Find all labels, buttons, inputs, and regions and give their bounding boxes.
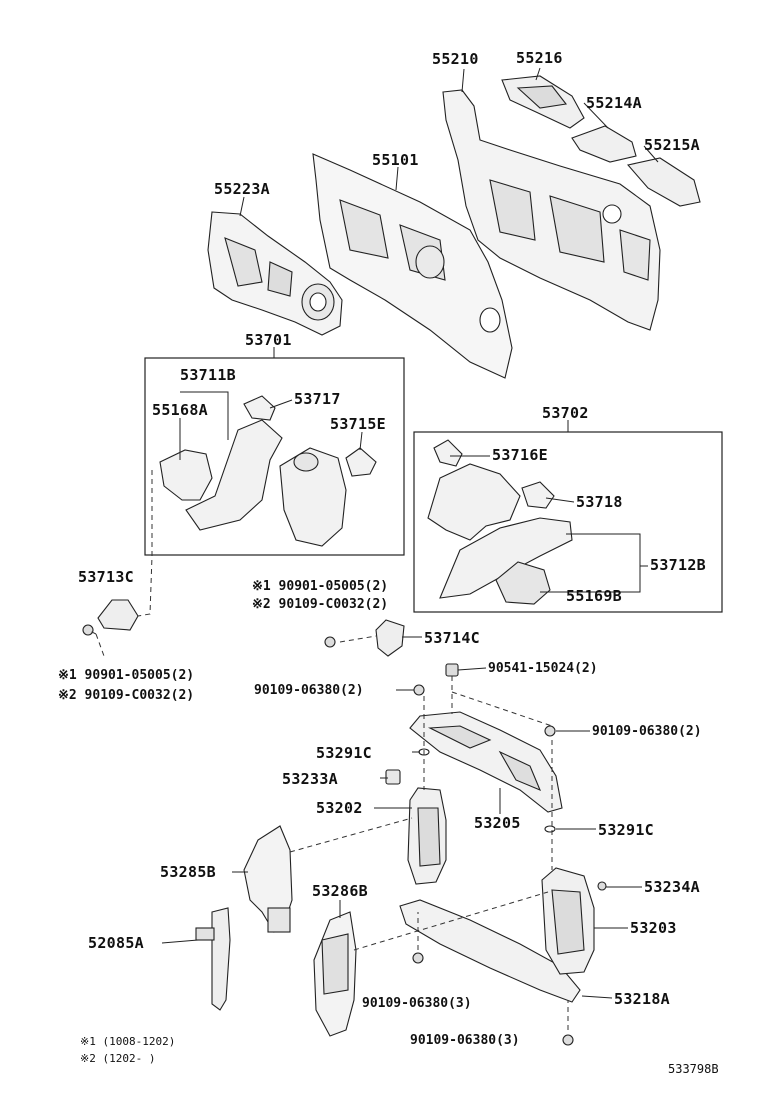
part-53285B-shape <box>243 825 293 933</box>
leader-53717 <box>269 399 293 409</box>
part-55215A-shape <box>626 157 701 207</box>
footnote-2: ※2 (1202- ) <box>80 1052 156 1065</box>
label-90109-06380-right[interactable]: 90109-06380(2) <box>592 724 702 739</box>
label-55216[interactable]: 55216 <box>516 49 563 67</box>
label-90109-06380-left[interactable]: 90109-06380(2) <box>254 683 364 698</box>
part-53713C-shape <box>97 599 139 631</box>
part-53702-assembly <box>427 439 573 605</box>
part-53202-shape <box>407 787 447 885</box>
label-90109-06380-bottom-mid[interactable]: 90109-06380(3) <box>362 996 472 1011</box>
leader-90541 <box>457 667 487 671</box>
label-left-bolt-1[interactable]: ※1 90901-05005(2) <box>58 668 195 683</box>
label-55214A[interactable]: 55214A <box>586 94 642 112</box>
label-55168A[interactable]: 55168A <box>152 401 208 419</box>
leader-53712B <box>540 533 648 593</box>
label-53712B[interactable]: 53712B <box>650 556 706 574</box>
label-55169B[interactable]: 55169B <box>566 587 622 605</box>
label-53218A[interactable]: 53218A <box>614 990 670 1008</box>
part-55216-shape <box>501 75 585 129</box>
label-53285B[interactable]: 53285B <box>160 863 216 881</box>
part-53286B-shape <box>313 911 357 1037</box>
part-55101-shape <box>312 153 513 379</box>
label-mid-bolt-1[interactable]: ※1 90901-05005(2) <box>252 579 389 594</box>
label-52085A[interactable]: 52085A <box>88 934 144 952</box>
leader-55214A <box>583 102 609 129</box>
label-53203[interactable]: 53203 <box>630 919 677 937</box>
leader-53711B <box>180 391 229 440</box>
leader-55216 <box>535 67 541 81</box>
label-90109-06380-bottom[interactable]: 90109-06380(3) <box>410 1033 520 1048</box>
label-55101[interactable]: 55101 <box>372 151 419 169</box>
part-53701-assembly <box>159 395 377 547</box>
part-52085A-shape <box>195 907 231 1011</box>
label-mid-bolt-2[interactable]: ※2 90109-C0032(2) <box>252 597 389 612</box>
leader-53718 <box>545 497 575 503</box>
part-53714C-shape <box>375 619 405 657</box>
part-55223A-shape <box>207 211 343 336</box>
label-53717[interactable]: 53717 <box>294 390 341 408</box>
label-53715E[interactable]: 53715E <box>330 415 386 433</box>
footnote-1: ※1 (1008-1202) <box>80 1035 176 1048</box>
label-53291C-lower[interactable]: 53291C <box>598 821 654 839</box>
label-53711B[interactable]: 53711B <box>180 366 236 384</box>
label-53233A[interactable]: 53233A <box>282 770 338 788</box>
label-53714C[interactable]: 53714C <box>424 629 480 647</box>
leader-55210 <box>461 68 465 93</box>
label-55223A[interactable]: 55223A <box>214 180 270 198</box>
leader-52085A <box>161 939 199 944</box>
part-55210-shape <box>442 89 661 331</box>
label-53701[interactable]: 53701 <box>245 331 292 349</box>
label-53702[interactable]: 53702 <box>542 404 589 422</box>
leader-53715E <box>359 431 363 451</box>
label-53202[interactable]: 53202 <box>316 799 363 817</box>
label-53234A[interactable]: 53234A <box>644 878 700 896</box>
label-90541-15024[interactable]: 90541-15024(2) <box>488 661 598 676</box>
leader-55215A <box>643 145 659 163</box>
part-53218A-shape <box>399 899 581 1003</box>
label-55215A[interactable]: 55215A <box>644 136 700 154</box>
diagram-code: 533798B <box>668 1062 719 1076</box>
part-53205-shape <box>409 711 563 813</box>
label-53291C-upper[interactable]: 53291C <box>316 744 372 762</box>
label-53716E[interactable]: 53716E <box>492 446 548 464</box>
leader-53218A <box>581 995 613 999</box>
label-left-bolt-2[interactable]: ※2 90109-C0032(2) <box>58 688 195 703</box>
label-55210[interactable]: 55210 <box>432 50 479 68</box>
label-53713C[interactable]: 53713C <box>78 568 134 586</box>
label-53718[interactable]: 53718 <box>576 493 623 511</box>
leader-55101 <box>395 166 399 191</box>
part-53203-shape <box>541 867 595 975</box>
leader-55223A <box>239 196 245 217</box>
part-55214A-shape <box>571 125 637 163</box>
label-53286B[interactable]: 53286B <box>312 882 368 900</box>
label-53205[interactable]: 53205 <box>474 814 521 832</box>
part-53233A-shape <box>385 769 401 785</box>
